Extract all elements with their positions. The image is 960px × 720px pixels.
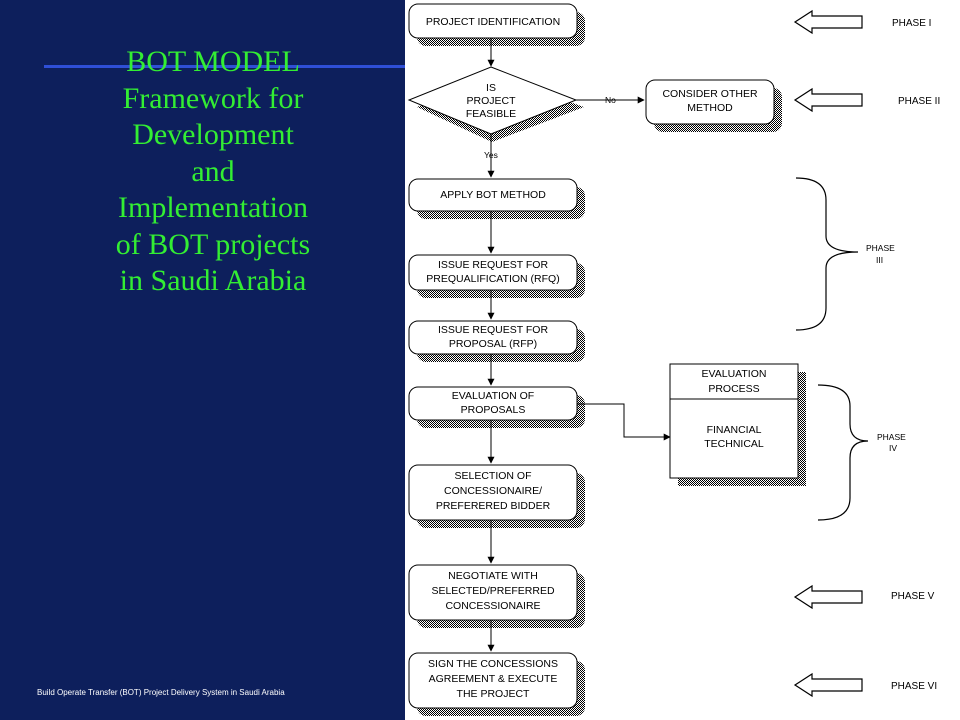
- phase-3-brace: [795, 177, 859, 331]
- title-line: Implementation: [118, 191, 308, 224]
- box-label: APPLY BOT METHOD: [440, 189, 546, 201]
- consider-other-method-box: CONSIDER OTHER METHOD: [645, 79, 782, 132]
- box-label: IS: [486, 82, 496, 94]
- apply-bot-method-box: APPLY BOT METHOD: [408, 178, 585, 219]
- box-label: THE PROJECT: [457, 688, 531, 700]
- box-label: PROCESS: [708, 383, 759, 395]
- negotiate-box: NEGOTIATE WITH SELECTED/PREFERRED CONCES…: [408, 564, 585, 628]
- box-label: NEGOTIATE WITH: [448, 570, 538, 582]
- title-panel: [0, 0, 405, 720]
- box-label: ISSUE REQUEST FOR: [438, 259, 548, 271]
- connector-arrow: [576, 403, 671, 441]
- phase-2-arrow-icon: [793, 87, 863, 113]
- rfq-box: ISSUE REQUEST FOR PREQUALIFICATION (RFQ): [408, 254, 585, 298]
- box-label: PROJECT: [466, 95, 516, 107]
- phase-5-arrow-icon: [793, 584, 863, 610]
- title-line: of BOT projects: [115, 227, 311, 261]
- phase-6-label: PHASE VI: [891, 681, 937, 692]
- phase-2-label: PHASE II: [898, 96, 940, 107]
- box-label: PROJECT IDENTIFICATION: [426, 16, 560, 28]
- box-label: SELECTION OF: [454, 470, 531, 482]
- box-label: METHOD: [687, 102, 733, 114]
- box-label: TECHNICAL: [704, 438, 764, 450]
- phase-5-label: PHASE V: [891, 591, 935, 602]
- title-line: Development: [132, 118, 294, 151]
- phase-3-label: III: [876, 255, 883, 265]
- title-line: in Saudi Arabia: [119, 264, 307, 297]
- box-label: PROPOSAL (RFP): [449, 338, 537, 350]
- box-label: SIGN THE CONCESSIONS: [428, 658, 558, 670]
- sign-concessions-box: SIGN THE CONCESSIONS AGREEMENT & EXECUTE…: [408, 652, 585, 716]
- box-label: PROPOSALS: [461, 404, 526, 416]
- box-label: CONSIDER OTHER: [662, 88, 758, 100]
- title-line: and: [191, 154, 235, 188]
- box-label: CONCESSIONAIRE/: [444, 485, 542, 497]
- selection-box: SELECTION OF CONCESSIONAIRE/ PREFERERED …: [408, 464, 585, 528]
- box-label: EVALUATION OF: [452, 390, 534, 402]
- evaluation-process-box: EVALUATION PROCESS FINANCIAL TECHNICAL: [669, 363, 806, 486]
- slide-title: BOT MODEL Framework for Development and …: [58, 44, 368, 300]
- box-label: PREQUALIFICATION (RFQ): [426, 273, 559, 285]
- box-label: FINANCIAL: [707, 424, 762, 436]
- phase-4-label: PHASE: [877, 432, 906, 442]
- box-label: SELECTED/PREFERRED: [431, 585, 555, 597]
- phase-6-arrow-icon: [793, 672, 863, 698]
- box-label: FEASIBLE: [466, 108, 516, 120]
- project-identification-box: PROJECT IDENTIFICATION: [408, 3, 585, 46]
- feasible-decision-diamond: IS PROJECT FEASIBLE: [407, 66, 584, 142]
- title-line: BOT MODEL: [126, 45, 300, 78]
- evaluation-of-proposals-box: EVALUATION OF PROPOSALS: [408, 386, 585, 428]
- footer-text: Build Operate Transfer (BOT) Project Del…: [37, 688, 285, 697]
- phase-1-label: PHASE I: [892, 18, 931, 29]
- box-label: EVALUATION: [702, 368, 767, 380]
- box-label: CONCESSIONAIRE: [445, 600, 540, 612]
- no-label: No: [605, 95, 616, 105]
- title-line: Framework for: [122, 81, 304, 115]
- box-label: AGREEMENT & EXECUTE: [429, 673, 558, 685]
- phase-4-label: IV: [889, 443, 897, 453]
- phase-3-label: PHASE: [866, 243, 895, 253]
- phase-4-brace: [817, 384, 869, 521]
- rfp-box: ISSUE REQUEST FOR PROPOSAL (RFP): [408, 320, 585, 362]
- yes-label: Yes: [484, 150, 498, 160]
- box-label: ISSUE REQUEST FOR: [438, 324, 548, 336]
- phase-1-arrow-icon: [793, 9, 863, 35]
- box-label: PREFERERED BIDDER: [436, 500, 551, 512]
- title-rule: [44, 65, 405, 68]
